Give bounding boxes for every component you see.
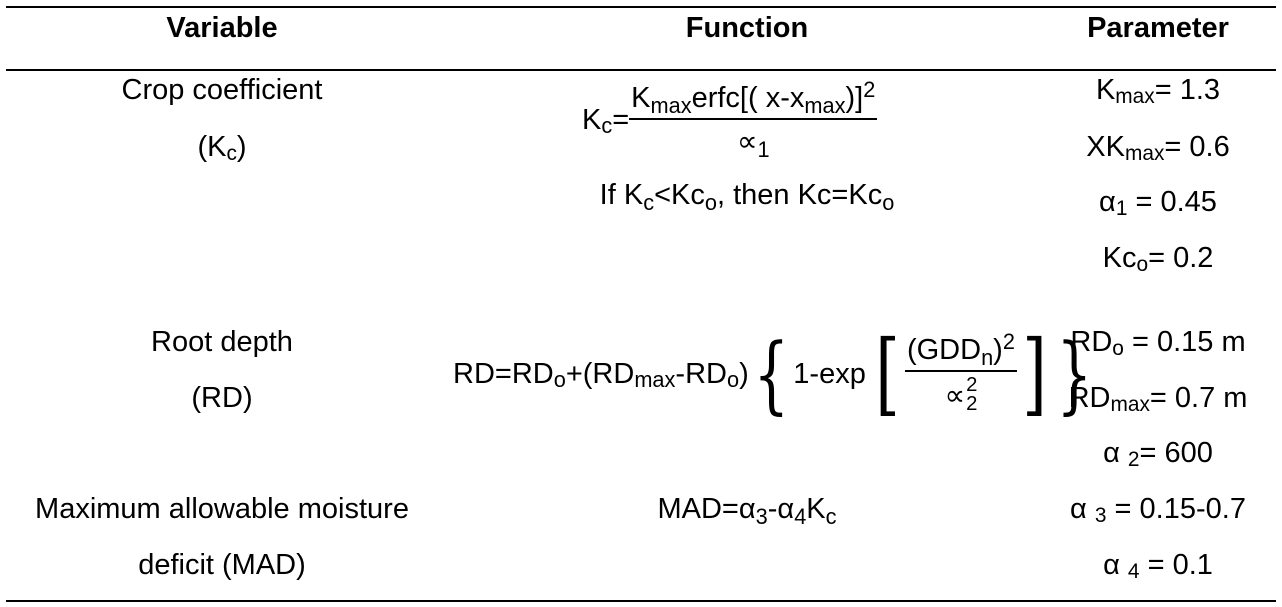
right-bracket: ] <box>1022 321 1047 426</box>
bottom-rule <box>6 600 1276 602</box>
variable-kc-line2: (Kc) <box>197 131 247 165</box>
header-rule <box>6 69 1276 71</box>
header-function: Function <box>685 12 809 44</box>
variable-rd-line1: Root depth <box>151 326 293 358</box>
param-alpha2: α 2= 600 <box>1103 437 1213 471</box>
param-rdo: RDo = 0.15 m <box>1070 326 1246 360</box>
top-rule <box>6 6 1276 8</box>
param-alpha1: α1 = 0.45 <box>1099 186 1217 220</box>
kc-fraction: Kmaxerfc[( x-xmax)]2 ∝1 <box>629 76 878 162</box>
param-kco: Kco= 0.2 <box>1102 242 1214 276</box>
variable-rd-line2: (RD) <box>191 382 253 414</box>
mad-equation: MAD=α3-α4Kc <box>657 493 837 530</box>
param-kmax: Kmax= 1.3 <box>1095 74 1221 108</box>
header-parameter: Parameter <box>1087 12 1229 44</box>
variable-kc-line1: Crop coefficient <box>121 74 323 106</box>
header-variable: Variable <box>166 12 278 44</box>
variable-mad-line2: deficit (MAD) <box>138 549 306 581</box>
param-alpha4: α 4 = 0.1 <box>1103 549 1213 583</box>
variable-mad-line1: Maximum allowable moisture <box>35 493 409 525</box>
param-xkmax: XKmax= 0.6 <box>1086 131 1230 165</box>
param-alpha3: α 3 = 0.15-0.7 <box>1070 493 1246 527</box>
right-brace: } <box>1056 324 1093 424</box>
left-bracket: [ <box>875 321 900 426</box>
left-brace: { <box>753 324 789 424</box>
param-rdmax: RDmax= 0.7 m <box>1068 382 1248 416</box>
kc-condition: If Kc<Kco, then Kc=Kco <box>599 179 895 216</box>
